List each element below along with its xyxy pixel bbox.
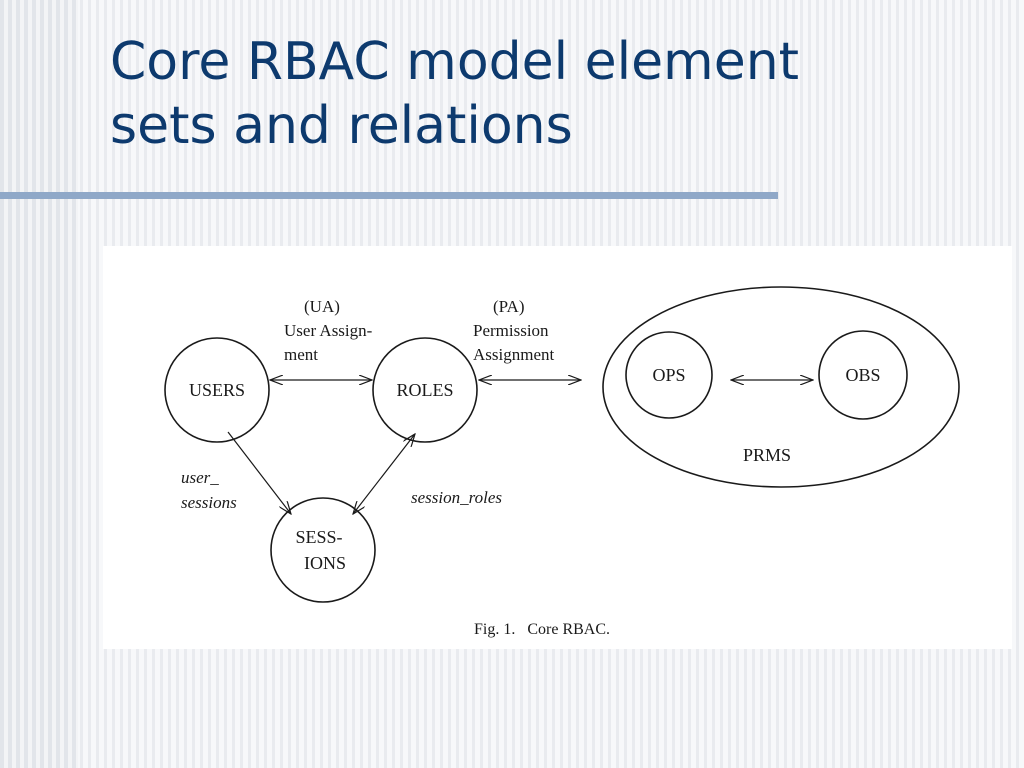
ua-abbreviation: (UA) (304, 297, 340, 316)
ua-label-line-2: ment (284, 345, 318, 364)
session-roles-label: session_roles (411, 488, 502, 507)
session-roles-arrow (353, 434, 415, 514)
title-underline-rule (0, 192, 778, 199)
pa-label-line-1: Permission (473, 321, 549, 340)
ops-label: OPS (652, 365, 685, 385)
user-sessions-arrow (227, 431, 291, 514)
sessions-label-line-1: SESS- (295, 527, 342, 547)
prms-label: PRMS (743, 445, 791, 465)
users-node (164, 337, 270, 443)
pa-label-line-2: Assignment (473, 345, 555, 364)
sessions-label-line-2: IONS (304, 553, 346, 573)
slide-title: Core RBAC model element sets and relatio… (110, 30, 990, 158)
users-label: USERS (189, 380, 245, 400)
figure-caption: Fig. 1. Core RBAC. (474, 621, 610, 638)
ops-node (625, 331, 713, 419)
roles-node (372, 337, 478, 443)
roles-label: ROLES (396, 380, 453, 400)
slide-title-line-1: Core RBAC model element (110, 32, 800, 92)
pa-abbreviation: (PA) (493, 297, 525, 316)
rbac-figure-panel: USERS ROLES SESS- IONS OPS OBS PRMS (UA)… (103, 246, 1012, 649)
prms-ellipse (602, 286, 960, 488)
obs-label: OBS (845, 365, 880, 385)
left-stripe-band (0, 0, 78, 768)
obs-node (818, 330, 908, 420)
slide-title-line-2: sets and relations (110, 96, 573, 156)
user-sessions-label-line-1: user_ (181, 468, 219, 487)
ua-label-line-1: User Assign- (284, 321, 373, 340)
rbac-diagram: USERS ROLES SESS- IONS OPS OBS PRMS (UA)… (164, 286, 960, 638)
sessions-node (270, 497, 376, 603)
user-sessions-label-line-2: sessions (181, 493, 237, 512)
